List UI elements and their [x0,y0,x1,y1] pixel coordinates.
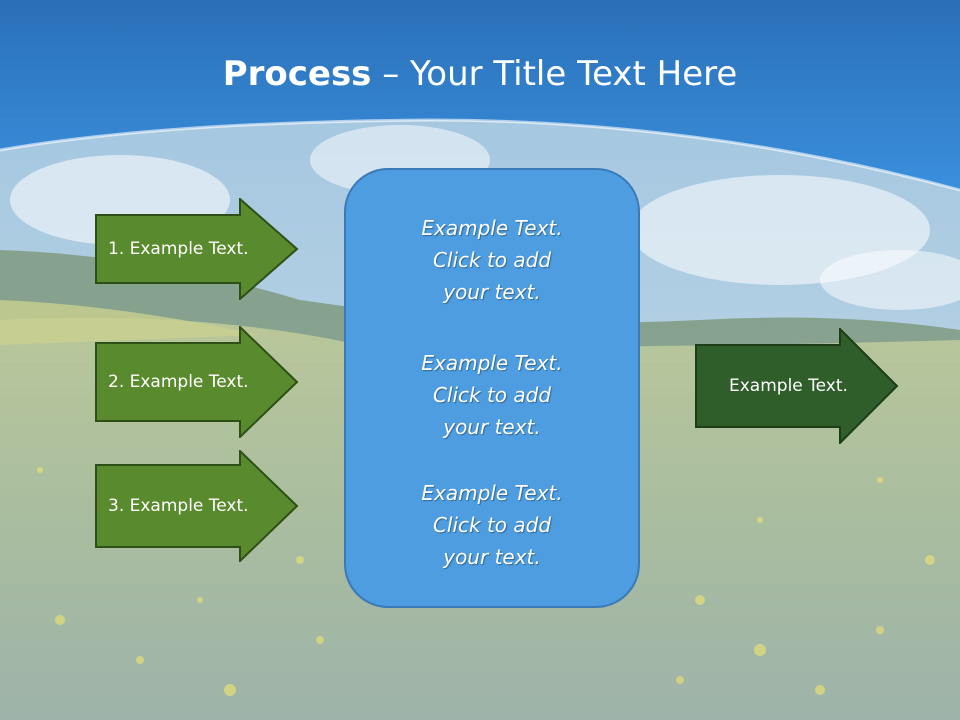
center-block-3-line-3: your text. [443,545,541,569]
center-block-2-line-1: Example Text. [421,351,563,375]
left-arrow-1-label: 1. Example Text. [108,239,249,259]
center-block-1-line-3: your text. [443,280,541,304]
center-text-block-2[interactable]: Example Text. Click to add your text. [344,347,640,443]
center-text-block-1[interactable]: Example Text. Click to add your text. [344,212,640,308]
center-text-block-3[interactable]: Example Text. Click to add your text. [344,477,640,573]
arrow-right-shape [95,326,299,438]
center-content-box[interactable] [344,168,640,608]
left-arrow-3[interactable]: 3. Example Text. [95,450,300,562]
arrow-right-shape [95,198,299,300]
center-block-3-line-1: Example Text. [421,481,563,505]
arrow-right-shape [695,328,899,444]
center-block-2-line-3: your text. [443,415,541,439]
left-arrow-2[interactable]: 2. Example Text. [95,326,300,438]
title-rest: – Your Title Text Here [371,54,738,94]
center-block-1-line-1: Example Text. [421,216,563,240]
title-bold: Process [222,54,372,94]
right-arrow-label: Example Text. [729,376,848,396]
slide-title: Process – Your Title Text Here [0,52,960,96]
right-arrow[interactable]: Example Text. [695,328,900,444]
left-arrow-3-label: 3. Example Text. [108,496,249,516]
left-arrow-1[interactable]: 1. Example Text. [95,198,300,300]
arrow-right-shape [95,450,299,562]
center-block-3-line-2: Click to add [432,513,552,537]
center-block-2-line-2: Click to add [432,383,552,407]
left-arrow-2-label: 2. Example Text. [108,372,249,392]
center-block-1-line-2: Click to add [432,248,552,272]
